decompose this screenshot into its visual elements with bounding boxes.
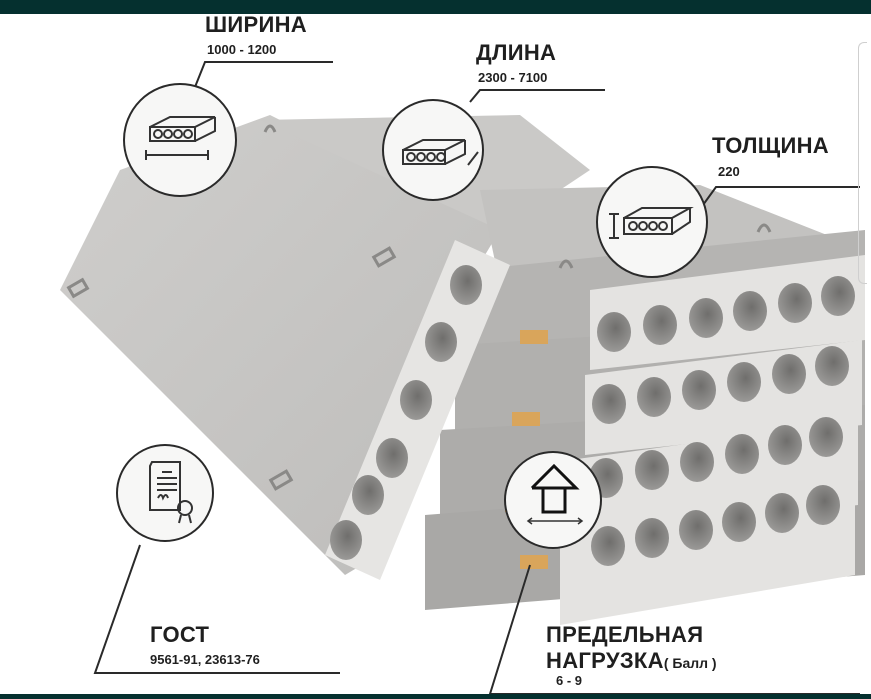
standard-title: ГОСТ	[150, 622, 210, 647]
load-value: 6 - 9	[556, 673, 583, 688]
width-value: 1000 - 1200	[207, 42, 277, 57]
top-frame-bar	[0, 0, 871, 14]
lifting-loops	[66, 124, 772, 491]
width-title: ШИРИНА	[205, 12, 307, 37]
bottom-frame-bar	[0, 694, 871, 699]
stacked-slab-4	[560, 485, 855, 625]
house-load-icon	[504, 451, 602, 549]
side-scroll-edge	[858, 42, 867, 284]
slab-thickness-icon	[596, 166, 708, 278]
certificate-icon	[116, 444, 214, 542]
load-unit: ( Балл )	[663, 655, 717, 671]
length-title: ДЛИНА	[476, 40, 557, 65]
standard-value: 9561-91, 23613-76	[150, 652, 260, 667]
thickness-value: 220	[718, 164, 740, 179]
length-value: 2300 - 7100	[478, 70, 548, 85]
stacked-slab-2	[585, 340, 862, 455]
leaning-slab-edge	[325, 240, 510, 580]
load-title-word: НАГРУЗКА	[546, 648, 664, 673]
stacked-slab-1	[590, 255, 865, 370]
slab-width-icon	[123, 83, 237, 197]
slab-length-icon	[382, 99, 484, 201]
load-title-line1: ПРЕДЕЛЬНАЯ	[546, 622, 704, 647]
thickness-title: ТОЛЩИНА	[712, 133, 829, 158]
load-title-line2: НАГРУЗКА( Балл )	[546, 648, 717, 674]
